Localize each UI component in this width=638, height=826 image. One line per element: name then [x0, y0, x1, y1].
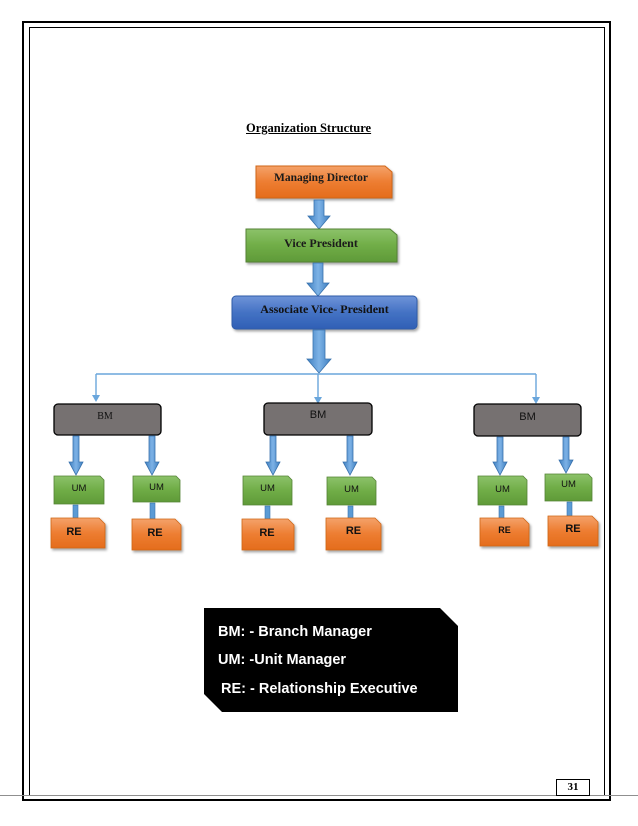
um-boxes	[53, 473, 593, 506]
bm-box-3	[473, 403, 582, 437]
branch-connector	[95, 373, 537, 398]
arrow-md-vp	[307, 199, 331, 230]
connector-arrowhead-center	[314, 397, 322, 404]
re-boxes	[50, 515, 599, 551]
re-box-4	[325, 517, 382, 551]
re-box-5	[479, 517, 530, 547]
um-box-5	[477, 475, 528, 506]
legend-item-re: RE: - Relationship Executive	[221, 681, 418, 697]
re-box-1	[50, 517, 106, 549]
bm-um-arrows	[68, 435, 574, 476]
um-box-1	[53, 475, 105, 505]
diagram-title: Organization Structure	[246, 121, 372, 135]
um-box-4	[326, 476, 377, 506]
arrow-vp-avp	[306, 262, 330, 297]
footer-rule	[0, 795, 638, 796]
connector-arrowhead-right	[532, 397, 540, 404]
legend-box	[204, 608, 458, 712]
um-box-3	[242, 475, 293, 506]
um-box-2	[132, 475, 181, 503]
re-box-2	[131, 518, 182, 551]
um-box-6	[544, 473, 593, 502]
connector-arrowhead-left	[92, 395, 100, 402]
page-border-outer	[22, 21, 611, 801]
bm-box-2	[263, 402, 373, 436]
arrow-avp-branches	[306, 329, 332, 374]
bm-box-1	[53, 403, 162, 436]
re-box-3	[241, 518, 295, 551]
page-number: 31	[556, 779, 590, 796]
legend-item-um: UM: -Unit Manager	[218, 652, 347, 668]
managing-director-box	[255, 165, 393, 199]
re-box-6	[547, 515, 599, 547]
vice-president-box	[245, 228, 398, 263]
legend-item-bm: BM: - Branch Manager	[218, 624, 372, 640]
associate-vice-president-box	[231, 295, 418, 330]
